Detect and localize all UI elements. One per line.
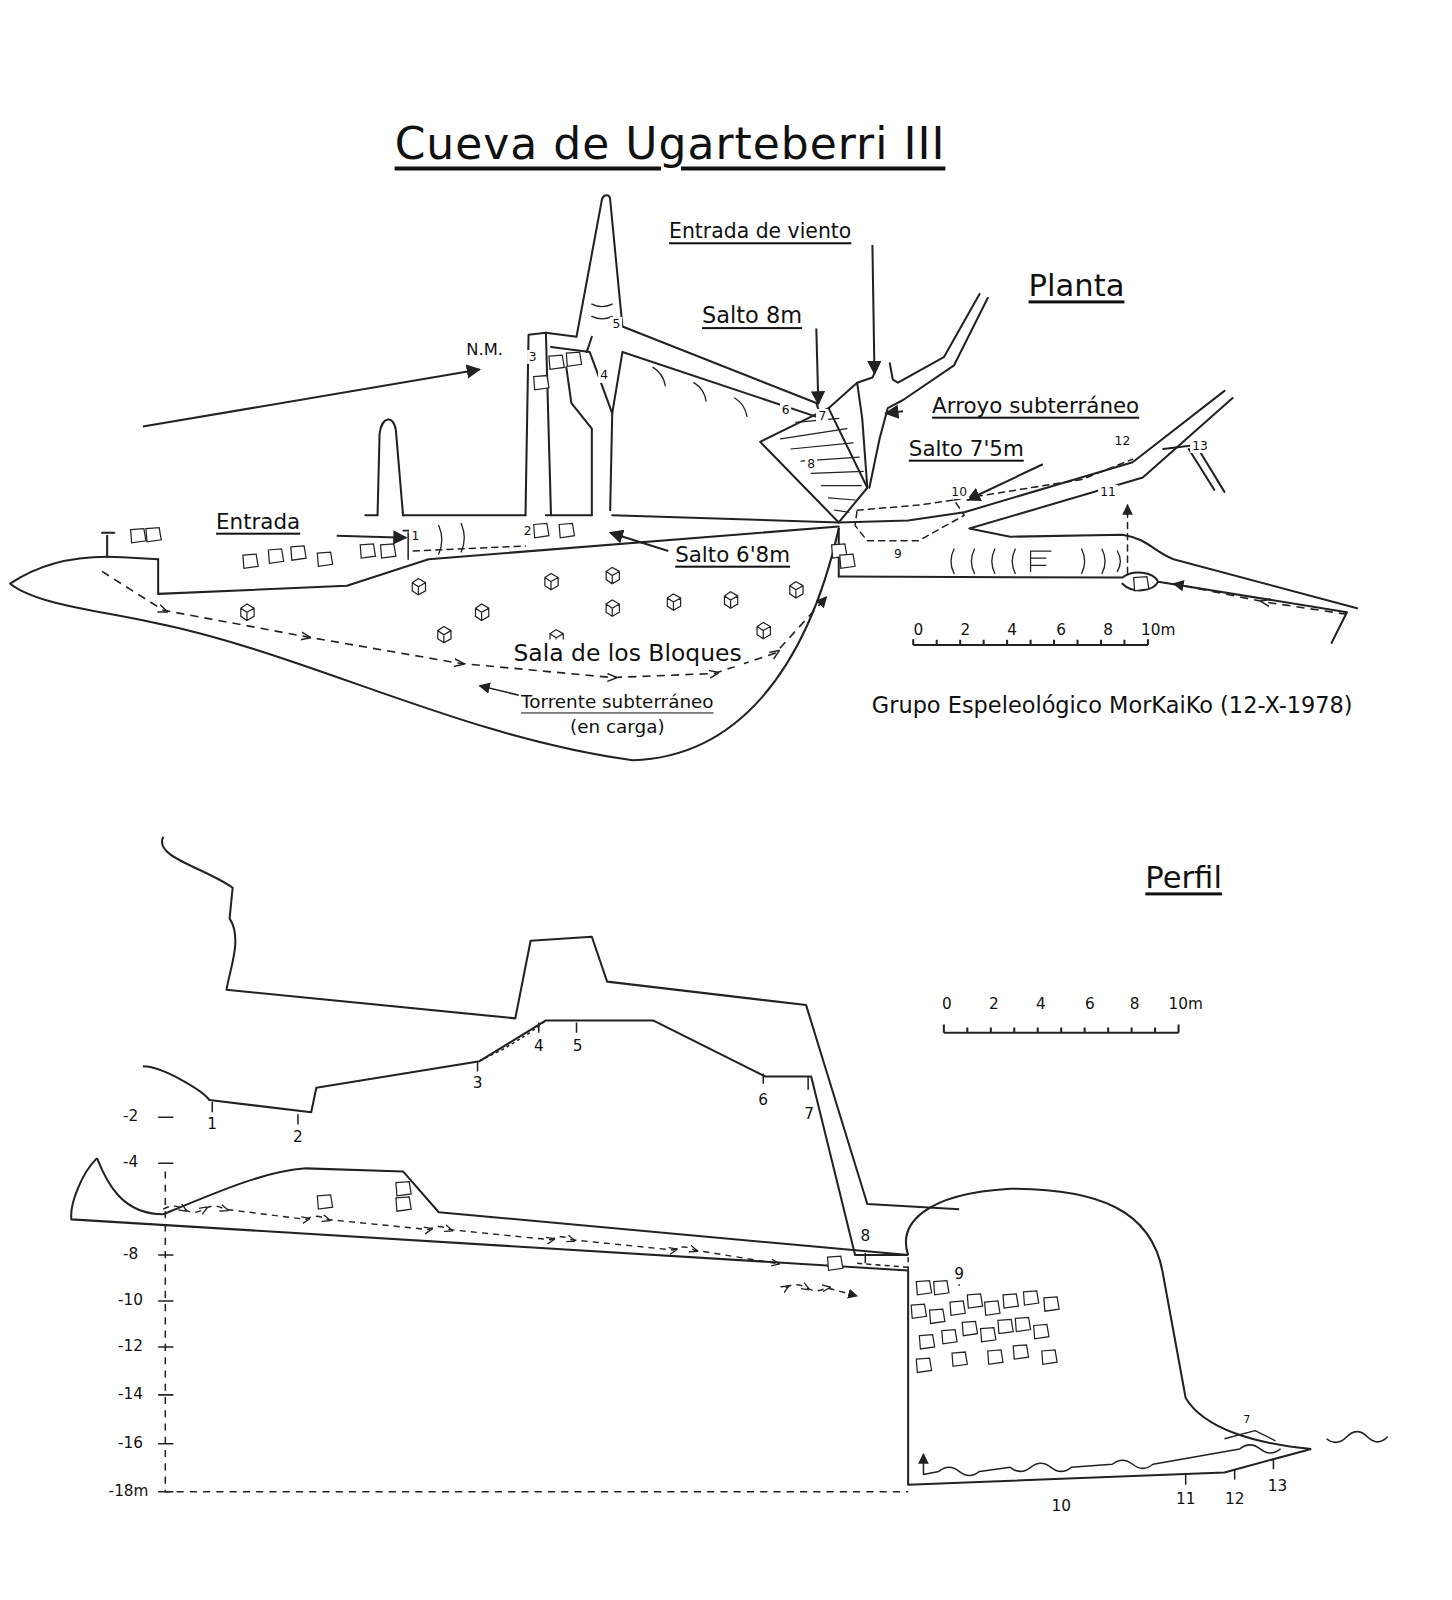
view-title: Planta [1027, 268, 1127, 303]
depth-number: -14 [116, 1386, 145, 1404]
station-number: 7 [1241, 1414, 1252, 1427]
drop-label: Salto 8m [700, 303, 804, 329]
drop-label: Salto 7'5m [907, 437, 1026, 462]
station-number: 5 [571, 1038, 585, 1056]
feature-label: Arroyo subterráneo [930, 394, 1141, 419]
flow-arrows [102, 571, 1347, 710]
feature-label: Entrada [214, 510, 302, 535]
station-number: 13 [1266, 1478, 1289, 1496]
profile-boulders [317, 1182, 1059, 1373]
depth-number: -16 [116, 1435, 145, 1453]
scale-number: 2 [987, 996, 1001, 1014]
station-number: 2 [522, 524, 534, 538]
station-number: 11 [1174, 1491, 1197, 1509]
scale-number: 0 [940, 996, 954, 1014]
depth-number: -12 [116, 1338, 145, 1356]
feature-label: Torrente subterráneo [519, 691, 716, 712]
station-number: 1 [409, 529, 421, 543]
station-number: 8 [805, 457, 817, 471]
plan-outline [10, 195, 1357, 760]
station-number: 6 [756, 1092, 770, 1110]
station-number: 10 [1049, 1498, 1072, 1516]
station-number: 7 [817, 409, 829, 423]
scale-number: 6 [1054, 622, 1068, 640]
station-number: 12 [1113, 434, 1133, 448]
depth-number: -8 [121, 1246, 140, 1264]
scale-number: 8 [1128, 996, 1142, 1014]
station-number: 12 [1223, 1491, 1246, 1509]
scale-number: 0 [911, 622, 925, 640]
scale-number: 6 [1083, 996, 1097, 1014]
scale-number: 4 [1005, 622, 1019, 640]
station-number: 11 [1098, 485, 1118, 499]
scale-number: 10m [1166, 996, 1204, 1014]
feature-label: Entrada de viento [667, 220, 853, 243]
depth-number: -2 [121, 1109, 140, 1127]
north-label: N.M. [464, 341, 505, 360]
drop-label: Salto 6'8m [673, 543, 792, 568]
boulders [131, 352, 1149, 646]
scale-number: 4 [1034, 996, 1048, 1014]
scale-number: 8 [1101, 622, 1115, 640]
station-number: 13 [1190, 439, 1210, 453]
station-number: 4 [532, 1038, 546, 1056]
station-number: 4 [598, 368, 610, 382]
depth-number: -4 [121, 1154, 140, 1172]
station-number: 9 [952, 1267, 966, 1285]
depth-number: -10 [116, 1292, 145, 1310]
author-credit: Grupo Espeleológico MorKaiKo (12-X-1978) [870, 693, 1355, 719]
station-number: 9 [892, 547, 904, 561]
station-number: 2 [291, 1129, 305, 1147]
room-label: Sala de los Bloques [511, 640, 743, 667]
station-number: 5 [610, 317, 622, 331]
profile-outline [71, 837, 1388, 1492]
station-number: 3 [471, 1075, 485, 1093]
view-title: Perfil [1143, 860, 1224, 895]
feature-label: (en carga) [568, 716, 667, 737]
map-title: Cueva de Ugarteberri III [395, 118, 946, 169]
station-number: 6 [780, 403, 792, 417]
leader-lines [143, 245, 1043, 551]
station-number: 8 [858, 1228, 872, 1246]
station-number: 10 [949, 485, 969, 499]
depth-number: -18m [107, 1483, 151, 1501]
scale-number: 10m [1139, 622, 1177, 640]
station-number: 1 [205, 1117, 219, 1135]
station-number: 7 [802, 1106, 816, 1124]
station-number: 3 [527, 350, 539, 364]
scale-number: 2 [958, 622, 972, 640]
